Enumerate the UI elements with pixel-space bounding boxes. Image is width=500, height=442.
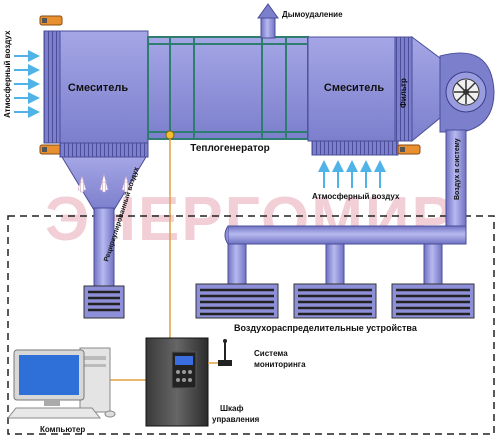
duct-elbow — [224, 225, 229, 245]
supply-duct-horizontal — [227, 225, 467, 245]
mixer-right-label: Смеситель — [324, 82, 384, 94]
filter-label: Фильтр — [399, 78, 408, 108]
computer-label: Компьютер — [40, 425, 85, 434]
branch-duct-2 — [325, 243, 345, 285]
monitoring-antenna — [208, 339, 232, 366]
control-cabinet-label: Шкаф — [220, 404, 244, 413]
left-damper-bottom — [39, 144, 63, 155]
heat-generator-body — [147, 36, 309, 140]
fan-unit — [439, 52, 495, 133]
atmospheric-air-bottom-label: Атмосферный воздух — [312, 192, 400, 201]
left-mixer-intake-grille — [43, 30, 61, 144]
fan-transition — [411, 36, 441, 143]
heat-generator-label: Теплогенератор — [190, 143, 270, 154]
right-damper — [397, 144, 421, 155]
air-distribution-device-3 — [391, 283, 475, 319]
mixer-left-label: Смеситель — [68, 82, 128, 94]
left-mixer-body — [43, 30, 149, 144]
burner-indicator — [165, 130, 175, 140]
right-mixer-bottom-grille — [311, 140, 399, 156]
left-damper-top — [39, 15, 63, 26]
chimney — [260, 17, 276, 39]
heat-generator-stripes — [148, 37, 308, 139]
air-distribution-device-1 — [195, 283, 279, 319]
air-to-system-label: Воздух в систему — [454, 138, 461, 200]
left-diffuser — [83, 285, 125, 319]
chimney-cap — [257, 3, 279, 19]
system-boundary — [7, 215, 495, 435]
control-cabinet — [145, 337, 209, 427]
air-distribution-devices-label: Воздухораспределительные устройства — [234, 323, 418, 333]
branch-duct-1 — [227, 243, 247, 285]
smoke-exhaust-label: Дымоудаление — [282, 10, 343, 19]
atmospheric-air-bottom-arrows — [318, 160, 386, 188]
branch-duct-3 — [423, 243, 443, 285]
recirculation-arrows — [77, 173, 131, 193]
control-wiring — [108, 139, 171, 381]
atmospheric-air-left-label: Атмосферный воздух — [3, 30, 12, 118]
control-cabinet-label-line1: Шкаф управления — [212, 404, 260, 424]
computer — [6, 347, 116, 419]
atmospheric-air-left-arrows — [14, 50, 40, 118]
left-mixer-bottom-grille — [59, 142, 149, 158]
air-distribution-device-2 — [293, 283, 377, 319]
